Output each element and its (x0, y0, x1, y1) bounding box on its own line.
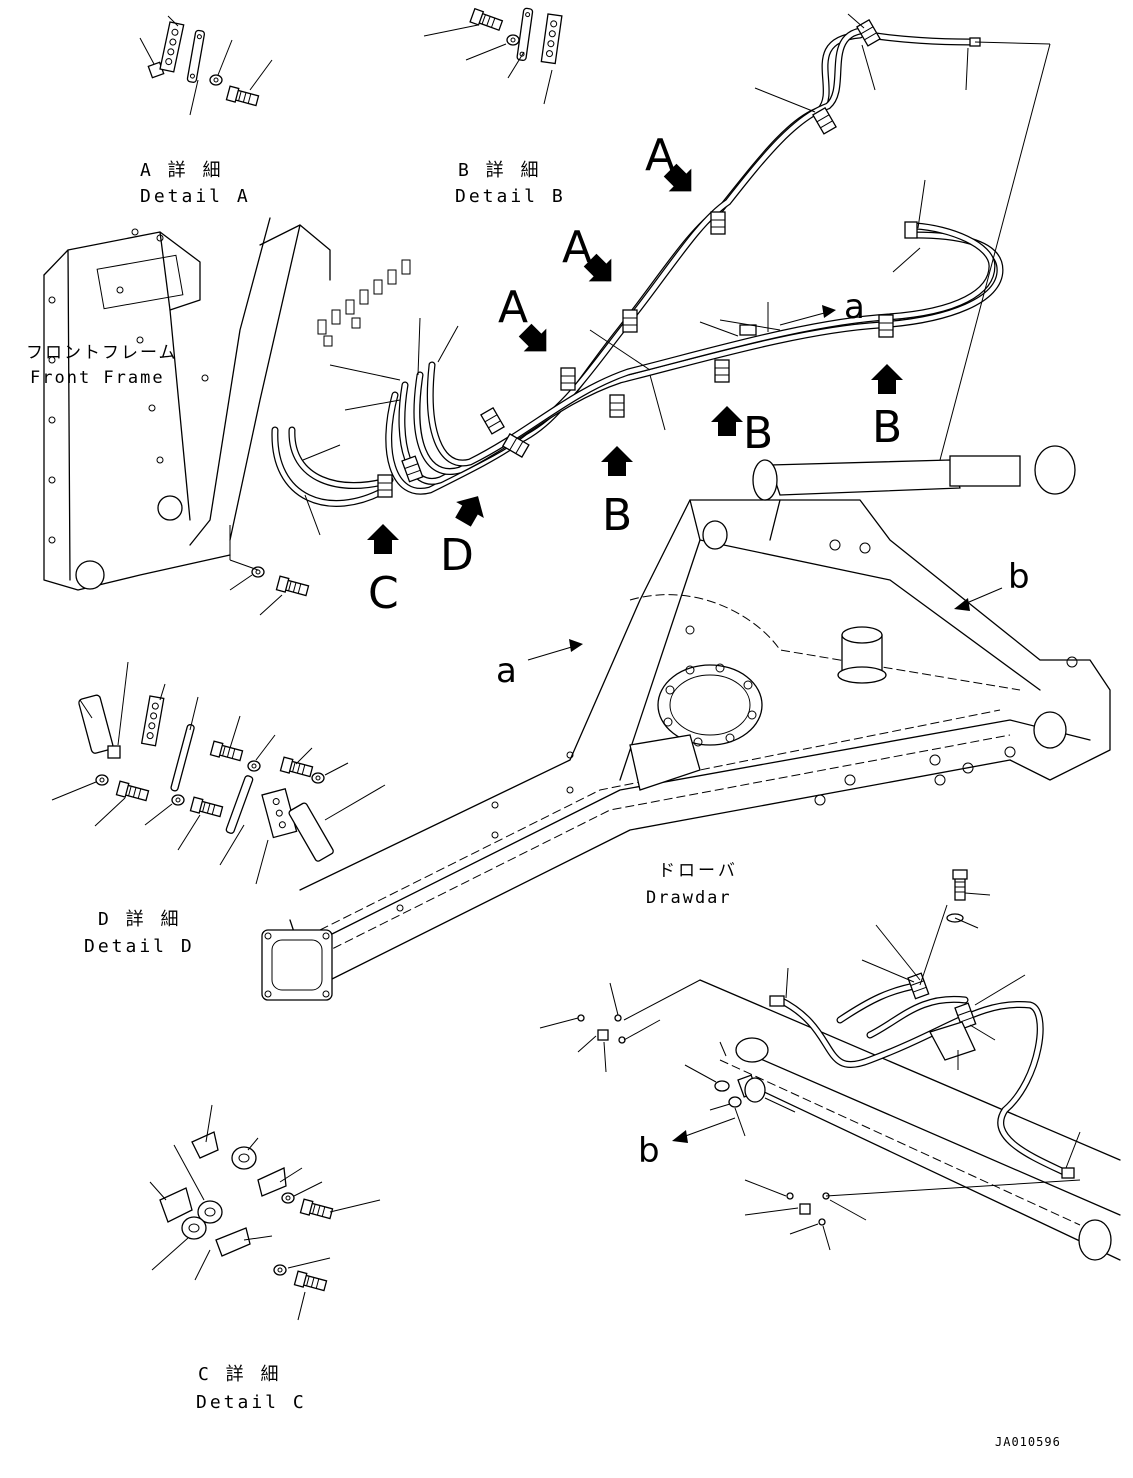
rear-cylinder-assembly (539, 869, 1121, 1261)
detail-a-title-jp: A 詳 細 (140, 160, 224, 181)
detail-c-title-jp: C 詳 細 (198, 1364, 282, 1385)
callout-c: C (368, 568, 399, 619)
callout-b-1: B (602, 490, 632, 541)
ref-a-top: a (844, 287, 865, 327)
detail-a-title-en: Detail A (140, 186, 251, 207)
callout-d: D (440, 530, 474, 581)
arrow-c (367, 524, 399, 554)
detail-d-title-jp: D 詳 細 (98, 909, 182, 930)
drawbar (261, 445, 1111, 1001)
drawbar-label-en: Drawdar (646, 888, 732, 908)
detail-d-title-en: Detail D (84, 936, 195, 957)
arrow-d (449, 488, 492, 531)
callout-b-3: B (872, 402, 902, 453)
hydraulic-hoses (271, 26, 1004, 507)
callout-a-2: A (562, 222, 592, 273)
detail-d-parts (51, 661, 386, 885)
arrow-b-1 (601, 446, 633, 476)
arrow-b-3 (871, 364, 903, 394)
ref-b-bottom: b (638, 1131, 660, 1171)
callout-a-1: A (645, 130, 675, 181)
arrow-b-2 (711, 406, 743, 436)
detail-b-title-jp: B 詳 細 (458, 160, 542, 181)
front-frame-label-jp: フロントフレーム (26, 343, 178, 363)
ref-b-mid: b (1008, 557, 1030, 597)
front-frame-bolt (229, 525, 310, 616)
ref-b-arrow-mid (954, 587, 1003, 611)
detail-c-parts (149, 1104, 381, 1321)
ref-a-arrow-top (779, 305, 836, 326)
drawbar-label-jp: ドローバ (658, 861, 738, 881)
front-frame (43, 217, 411, 591)
ref-b-arrow-bottom (672, 1117, 736, 1143)
detail-c-title-en: Detail C (196, 1392, 307, 1413)
detail-b-title-en: Detail B (455, 186, 566, 207)
ref-a-arrow-mid (527, 639, 583, 661)
callout-b-2: B (743, 408, 773, 459)
leader-lines (302, 13, 1051, 536)
detail-b-parts (423, 7, 563, 105)
front-frame-label-en: Front Frame (30, 368, 165, 388)
drawing-number: JA010596 (995, 1435, 1061, 1449)
ref-a-mid: a (496, 651, 517, 691)
detail-a-parts (139, 15, 273, 116)
callout-a-3: A (498, 282, 528, 333)
